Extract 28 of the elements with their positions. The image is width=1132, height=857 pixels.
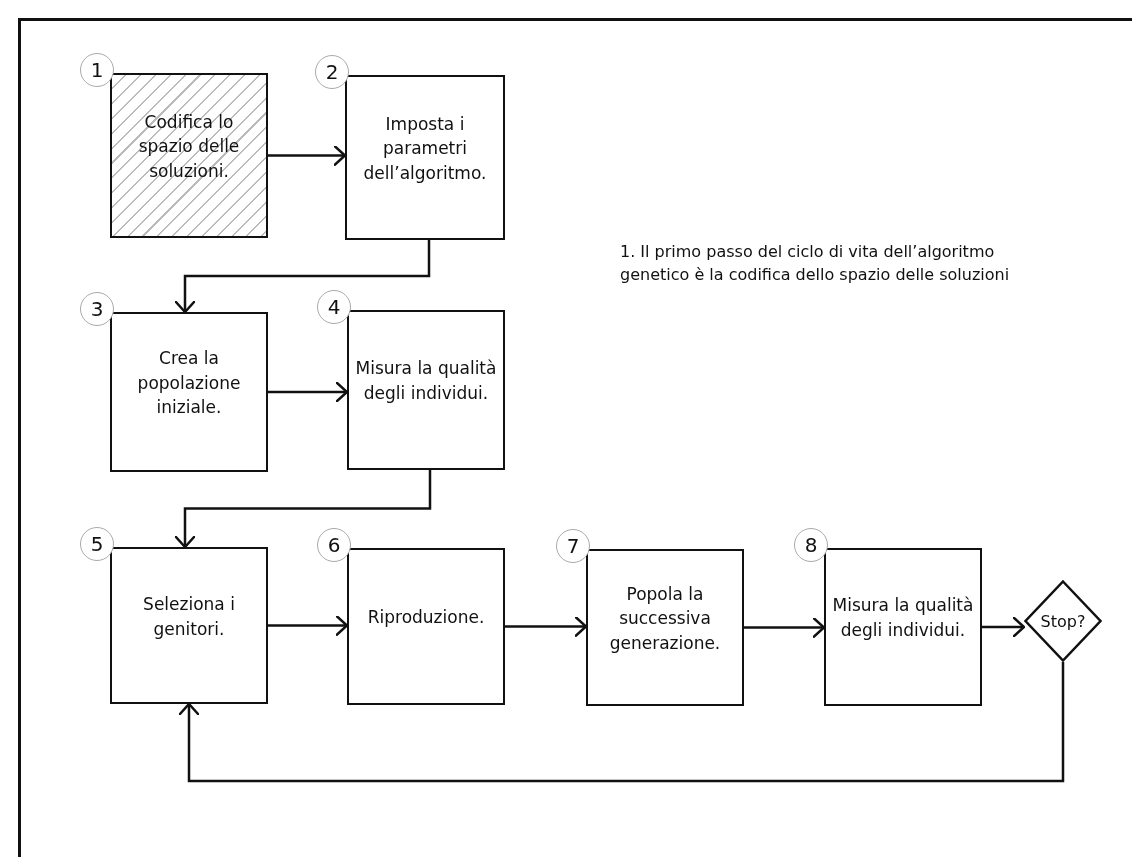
arrow	[268, 144, 347, 167]
arrow	[505, 615, 588, 638]
step-text: Crea la popolazione iniziale.	[136, 347, 242, 420]
arrow	[268, 614, 349, 637]
step-number: 1	[80, 53, 114, 87]
decision-text: Stop?	[1040, 611, 1086, 631]
arrow	[982, 615, 1026, 639]
step-number: 2	[315, 55, 349, 89]
step-number: 7	[556, 529, 590, 563]
step-text: Codifica lo spazio delle soluzioni.	[137, 110, 241, 183]
step-text: Riproduzione.	[366, 606, 486, 630]
arrow	[177, 662, 1065, 783]
step-number: 3	[80, 292, 114, 326]
step-number: 8	[794, 528, 828, 562]
arrow	[173, 240, 431, 314]
decision-diamond	[1024, 580, 1102, 662]
step-number: 6	[317, 528, 351, 562]
arrow	[744, 616, 826, 639]
step-text: Popola la successiva generazione.	[608, 582, 722, 655]
step-text: Seleziona i genitori.	[142, 592, 236, 641]
arrow	[268, 380, 349, 404]
step-number: 5	[80, 527, 114, 561]
step-text: Misura la qualità degli individui.	[831, 594, 975, 642]
step-text: Misura la qualità degli individui.	[354, 357, 498, 405]
step-text: Imposta i parametri dell’algoritmo.	[362, 112, 488, 185]
note-text: 1. Il primo passo del ciclo di vita dell’algoritmo genetico è la codifica dello spazio delle soluzioni	[620, 241, 1011, 287]
arrow	[173, 470, 432, 549]
step-number: 4	[317, 290, 351, 324]
